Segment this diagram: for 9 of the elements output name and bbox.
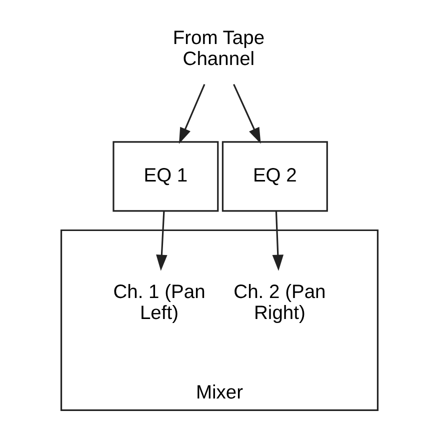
node-box: EQ 2 (222, 141, 328, 212)
node-text: From Tape Channel (172, 28, 265, 70)
node-box: EQ 1 (112, 141, 219, 212)
node-text: Ch. 1 (Pan Left) (113, 282, 206, 324)
arrow (272, 211, 284, 271)
node-text: Ch. 2 (Pan Right) (234, 282, 326, 324)
arrow (178, 84, 206, 144)
arrow (156, 211, 168, 271)
arrow (233, 84, 261, 144)
